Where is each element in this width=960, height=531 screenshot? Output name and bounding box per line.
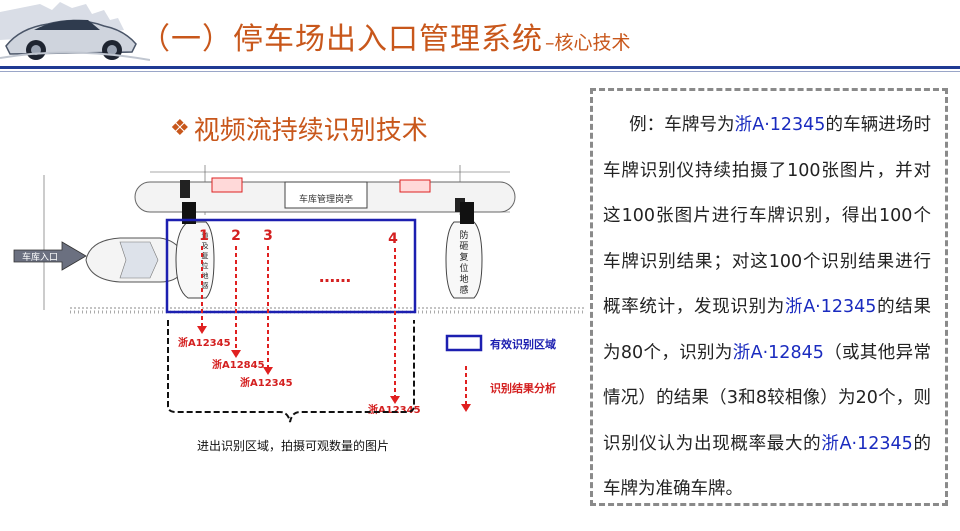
svg-text:感: 感 [459, 284, 468, 296]
entry-label: 车库入口 [22, 251, 58, 263]
booth-label: 车库管理岗亭 [299, 193, 353, 205]
arrowhead-icons [197, 326, 400, 404]
example-text-seg: 的结果为80个，识别为 [603, 297, 932, 363]
barrier-left [211, 177, 243, 193]
diamond-bullet-icon: ❖ [170, 116, 190, 141]
example-paragraph: 例：车牌号为浙A·12345的车辆进场时车牌识别仪持续拍摄了100张图片，并对这… [603, 103, 931, 513]
plate-number: 浙A·12345 [734, 115, 826, 135]
result-label: 浙A12345 [240, 376, 293, 389]
svg-text:道: 道 [202, 231, 209, 240]
svg-text:位: 位 [202, 261, 209, 270]
frame-number: 4 [388, 231, 398, 247]
svg-text:复: 复 [459, 251, 468, 263]
legend-arrow-icon [461, 404, 471, 412]
svg-text:位: 位 [459, 262, 468, 274]
recognition-zone [165, 218, 417, 314]
car-logo-icon [0, 0, 150, 62]
example-text-seg: 的车牌为准确车牌。 [603, 433, 931, 500]
legend-arrow-label: 识别结果分析 [490, 381, 556, 395]
svg-text:及: 及 [202, 242, 209, 250]
svg-text:防: 防 [459, 229, 468, 241]
legend-zone-swatch [445, 334, 483, 352]
example-text-seg: （或其他异常情况）的结果（3和8较相像）为20个，则识别仪认为出现概率最大的 [603, 342, 931, 454]
frame-number: 1 [199, 228, 209, 244]
right-lane-island [445, 221, 483, 299]
left-lane-label: 道及复 位地感 [202, 231, 209, 290]
right-lane-label: 防砸复 位地感 [459, 229, 468, 296]
header-divider-thin [0, 71, 960, 72]
section-heading-text: 视频流持续识别技术 [193, 116, 428, 146]
header-divider [0, 66, 960, 69]
camera-post-left [182, 202, 196, 224]
plate-number: 浙A·12345 [821, 433, 913, 454]
diagram-caption: 进出识别区域，拍摄可观数量的图片 [197, 438, 389, 453]
camera-post-right [460, 202, 474, 224]
result-label: 浙A12345 [368, 403, 421, 416]
section-heading: ❖ 视频流持续识别技术 [170, 110, 428, 147]
example-box: 例：车牌号为浙A·12345的车辆进场时车牌识别仪持续拍摄了100张图片，并对这… [590, 88, 948, 506]
car-icon [85, 237, 185, 283]
plate-number: 浙A·12345 [785, 297, 877, 317]
svg-text:地: 地 [459, 273, 468, 285]
frame-number: 3 [263, 228, 273, 244]
camera-left [180, 180, 190, 198]
example-text-seg: 例：车牌号为 [629, 115, 735, 135]
frame-number: 2 [231, 228, 241, 244]
svg-text:地: 地 [202, 271, 209, 280]
plate-number: 浙A·12845 [732, 342, 824, 363]
svg-text:感: 感 [202, 281, 209, 290]
parking-entrance-diagram: 车库管理岗亭 车库入口 防砸复 位地感 道及复 位地感 1 2 3 4 …… [13, 165, 585, 453]
title-main: （一）停车场出入口管理系统 [140, 22, 543, 57]
entry-arrow-icon [13, 241, 87, 271]
area-bracket [167, 320, 415, 423]
analysis-arrows [201, 246, 396, 396]
ellipsis: …… [319, 267, 351, 286]
example-text-seg: 的车辆进场时车牌识别仪持续拍摄了100张图片，并对这100张图片进行车牌识别，得… [603, 115, 931, 317]
left-lane-island [175, 221, 215, 299]
svg-text:砸: 砸 [459, 241, 468, 252]
svg-text:复: 复 [202, 251, 209, 260]
result-label: 浙A12845 [212, 358, 265, 371]
page-title: （一）停车场出入口管理系统 –核心技术 [140, 14, 631, 58]
barrier-right [399, 179, 431, 193]
legend-zone-label: 有效识别区域 [490, 337, 556, 351]
booth [284, 181, 368, 209]
title-subtitle: –核心技术 [545, 32, 631, 54]
result-label: 浙A12345 [178, 336, 231, 349]
